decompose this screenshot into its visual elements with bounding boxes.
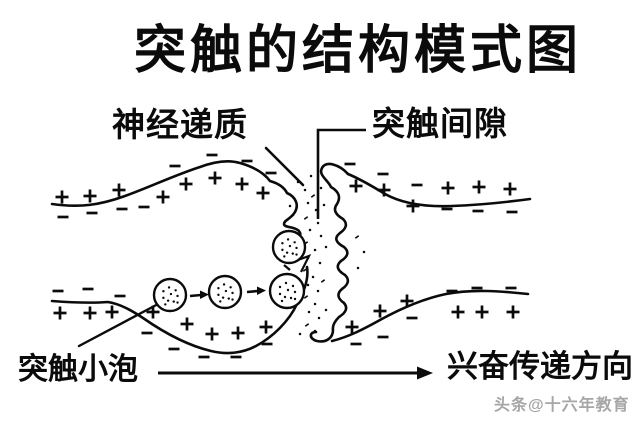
presynaptic-top-membrane bbox=[50, 160, 302, 245]
label-synaptic-cleft: 突触间隙 bbox=[372, 107, 508, 143]
postsynaptic-bottom-membrane bbox=[330, 289, 530, 343]
vesicle-motion-arrow bbox=[246, 286, 266, 295]
terminal-cusp bbox=[297, 254, 312, 273]
label-synaptic-vesicle: 突触小泡 bbox=[18, 353, 138, 386]
transmission-arrow bbox=[158, 366, 433, 380]
vesicle-motion-arrow bbox=[189, 290, 209, 299]
label-neurotransmitter: 神经递质 bbox=[112, 108, 248, 144]
label-transmission-direction: 兴奋传递方向 bbox=[447, 349, 633, 384]
neurotransmitter-pointer-line bbox=[264, 146, 305, 187]
cleft-connector-line bbox=[316, 128, 366, 219]
membrane-charges bbox=[52, 153, 520, 359]
neurotransmitter-molecules bbox=[288, 174, 366, 336]
synaptic-vesicles bbox=[152, 229, 307, 313]
watermark: 头条@十六年教育 bbox=[494, 397, 630, 414]
vesicle-leader-line bbox=[77, 301, 162, 348]
diagram-title: 突触的结构模式图 bbox=[133, 23, 583, 80]
postsynaptic-top-membrane bbox=[346, 172, 532, 208]
postsynaptic-wavy-membrane bbox=[309, 185, 350, 343]
postsynaptic-membrane-curl bbox=[319, 162, 350, 189]
vesicle-neck bbox=[283, 264, 291, 271]
